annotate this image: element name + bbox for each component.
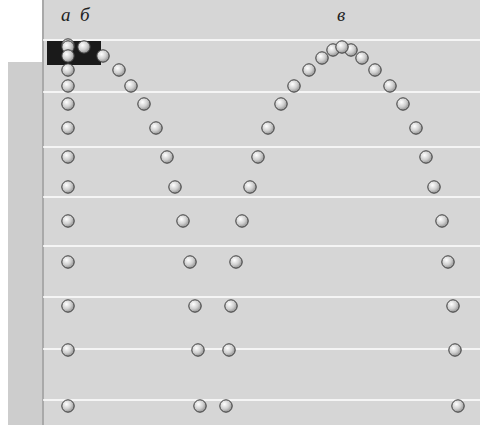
ball: [150, 122, 162, 134]
ball: [62, 181, 74, 193]
ball: [447, 300, 459, 312]
ball: [356, 52, 368, 64]
ball: [220, 400, 232, 412]
scale-line: [43, 146, 480, 148]
ball: [252, 151, 264, 163]
balls: [62, 39, 464, 412]
scale-line: [43, 196, 480, 198]
ball: [384, 80, 396, 92]
scale-line: [43, 348, 480, 350]
ball: [225, 300, 237, 312]
launcher-block: [47, 41, 101, 65]
ball: [194, 400, 206, 412]
scale-line: [43, 245, 480, 247]
ball: [369, 64, 381, 76]
ball: [62, 215, 74, 227]
scale-line: [43, 39, 480, 41]
ball: [449, 344, 461, 356]
scale-line: [43, 91, 480, 93]
ball: [316, 52, 328, 64]
trajectory-letter: б: [80, 5, 90, 24]
ball: [62, 80, 74, 92]
ball: [244, 181, 256, 193]
panel-edge: [42, 0, 44, 425]
ball: [236, 215, 248, 227]
ball: [62, 98, 74, 110]
ball: [78, 41, 90, 53]
ball: [410, 122, 422, 134]
ball: [230, 256, 242, 268]
ball: [113, 64, 125, 76]
ball: [62, 151, 74, 163]
ball: [436, 215, 448, 227]
trajectory-letter: а: [61, 5, 71, 24]
trajectory-letter: в: [337, 5, 345, 24]
scale-line: [43, 399, 480, 401]
ball: [62, 50, 74, 62]
ball: [420, 151, 432, 163]
ball: [288, 80, 300, 92]
scale-lines: [43, 40, 480, 400]
ball: [161, 151, 173, 163]
ball: [62, 122, 74, 134]
ball: [97, 50, 109, 62]
ball: [336, 41, 348, 53]
ball: [62, 344, 74, 356]
ball: [189, 300, 201, 312]
ball: [62, 256, 74, 268]
ball: [223, 344, 235, 356]
ball: [184, 256, 196, 268]
ball: [275, 98, 287, 110]
ball: [62, 64, 74, 76]
ball: [169, 181, 181, 193]
ball: [62, 300, 74, 312]
ball: [62, 400, 74, 412]
ball: [428, 181, 440, 193]
ball: [262, 122, 274, 134]
ball: [192, 344, 204, 356]
ball: [397, 98, 409, 110]
ball: [303, 64, 315, 76]
ball: [177, 215, 189, 227]
background-panel: [42, 0, 480, 425]
ball: [138, 98, 150, 110]
scale-line: [43, 296, 480, 298]
ball: [125, 80, 137, 92]
ball: [442, 256, 454, 268]
ball: [452, 400, 464, 412]
side-strip: [8, 62, 42, 425]
